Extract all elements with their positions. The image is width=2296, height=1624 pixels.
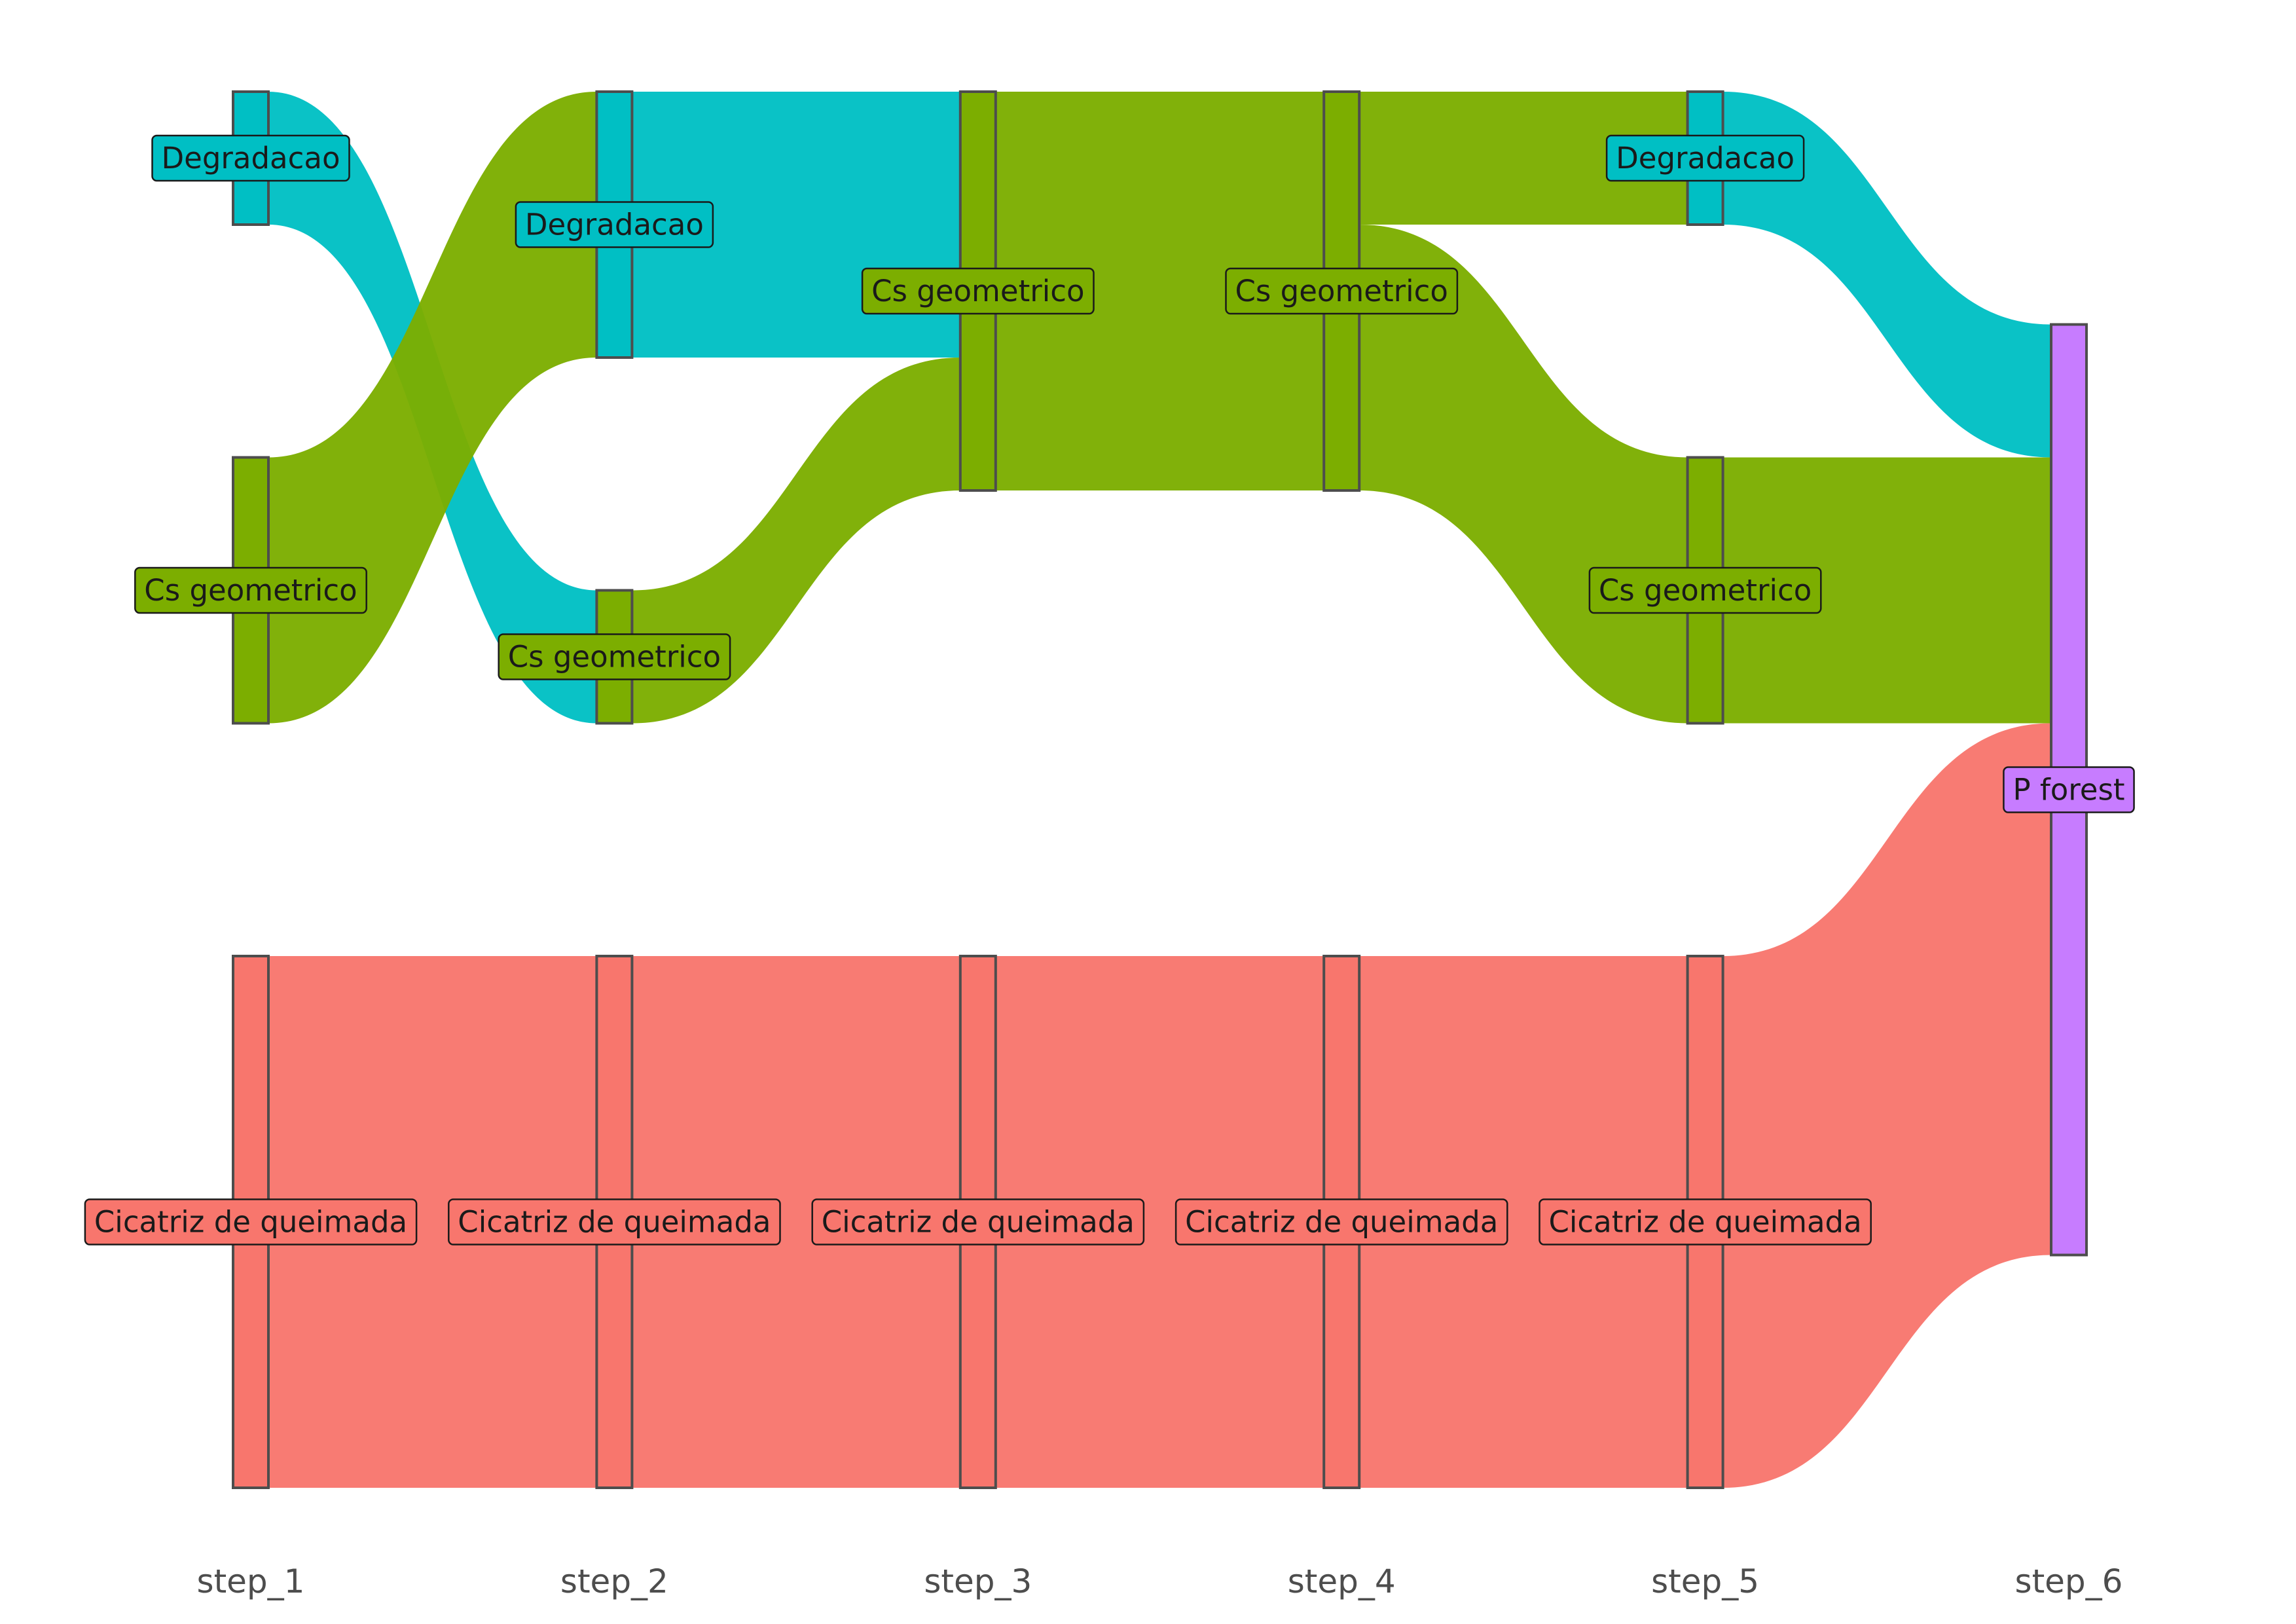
node-label-step_6-p-forest: P forest: [2003, 766, 2135, 813]
node-label-box: [1588, 566, 1822, 614]
flow-5-cicatriz-de-queimada-to-p-forest: [1722, 723, 2051, 1488]
node-label-step_4-cicatriz-de-queimada: Cicatriz de queimada: [1175, 1198, 1508, 1246]
flow-1-cs-geometrico-to-degradacao: [268, 92, 597, 724]
node-label-step_4-cs-geometrico: Cs geometrico: [1225, 267, 1459, 315]
node-label-box: [1539, 1198, 1872, 1246]
node-label-step_2-cicatriz-de-queimada: Cicatriz de queimada: [448, 1198, 781, 1246]
flows-layer: [268, 92, 2051, 1488]
node-label-box: [448, 1198, 781, 1246]
flow-4-cs-geometrico-to-degradacao: [1359, 92, 1688, 225]
flow-5-degradacao-to-p-forest: [1722, 92, 2051, 458]
node-label-text: Cicatriz de queimada: [1185, 1205, 1498, 1240]
node-label-text: P forest: [2013, 773, 2124, 807]
node-label-box: [1605, 134, 1805, 182]
flow-4-cicatriz-de-queimada-to-cicatriz-de-queimada: [1359, 956, 1688, 1488]
node-label-step_2-cs-geometrico: Cs geometrico: [498, 633, 731, 680]
flow-2-cs-geometrico-to-cs-geometrico: [632, 358, 960, 724]
node-label-box: [151, 134, 350, 182]
step-label-4: step_4: [1288, 1562, 1396, 1600]
x-axis: step_1 step_2 step_3 step_4 step_5 step_6: [197, 1562, 2123, 1600]
node-label-text: Cs geometrico: [1599, 573, 1812, 608]
node-label-box: [1175, 1198, 1508, 1246]
node-label-box: [515, 201, 714, 248]
node-label-text: Cicatriz de queimada: [458, 1205, 771, 1240]
step-label-3: step_3: [924, 1562, 1032, 1600]
flow-3-cicatriz-de-queimada-to-cicatriz-de-queimada: [995, 956, 1324, 1488]
node-label-box: [84, 1198, 418, 1246]
node-label-text: Degradacao: [162, 141, 340, 175]
node-label-text: Cicatriz de queimada: [1548, 1205, 1861, 1240]
node-label-text: Cs geometrico: [508, 640, 721, 674]
node-label-text: Degradacao: [1616, 141, 1795, 175]
node-label-step_3-cs-geometrico: Cs geometrico: [861, 267, 1095, 315]
node-label-step_1-cicatriz-de-queimada: Cicatriz de queimada: [84, 1198, 418, 1246]
node-label-step_1-degradacao: Degradacao: [151, 134, 350, 182]
node-label-text: Degradacao: [525, 208, 704, 242]
node-label-text: Cs geometrico: [144, 573, 357, 608]
node-label-box: [861, 267, 1095, 315]
node-label-box: [134, 566, 367, 614]
node-label-text: Cicatriz de queimada: [94, 1205, 407, 1240]
node-label-step_5-cicatriz-de-queimada: Cicatriz de queimada: [1539, 1198, 1872, 1246]
step-label-6: step_6: [2015, 1562, 2123, 1600]
node-label-box: [2003, 766, 2135, 813]
node-label-step_2-degradacao: Degradacao: [515, 201, 714, 248]
node-label-text: Cs geometrico: [871, 274, 1084, 308]
flow-2-cicatriz-de-queimada-to-cicatriz-de-queimada: [632, 956, 960, 1488]
node-label-step_5-cs-geometrico: Cs geometrico: [1588, 566, 1822, 614]
node-label-box: [1225, 267, 1459, 315]
node-label-step_1-cs-geometrico: Cs geometrico: [134, 566, 367, 614]
node-label-step_5-degradacao: Degradacao: [1605, 134, 1805, 182]
step-label-5: step_5: [1651, 1562, 1759, 1600]
flow-5-cs-geometrico-to-p-forest: [1722, 457, 2051, 724]
step-label-1: step_1: [197, 1562, 305, 1600]
flow-1-cicatriz-de-queimada-to-cicatriz-de-queimada: [268, 956, 597, 1488]
node-label-box: [498, 633, 731, 680]
node-label-box: [811, 1198, 1145, 1246]
node-label-text: Cicatriz de queimada: [822, 1205, 1135, 1240]
node-label-step_3-cicatriz-de-queimada: Cicatriz de queimada: [811, 1198, 1145, 1246]
node-label-text: Cs geometrico: [1235, 274, 1448, 308]
step-label-2: step_2: [560, 1562, 668, 1600]
flow-3-cs-geometrico-to-cs-geometrico: [995, 92, 1324, 490]
